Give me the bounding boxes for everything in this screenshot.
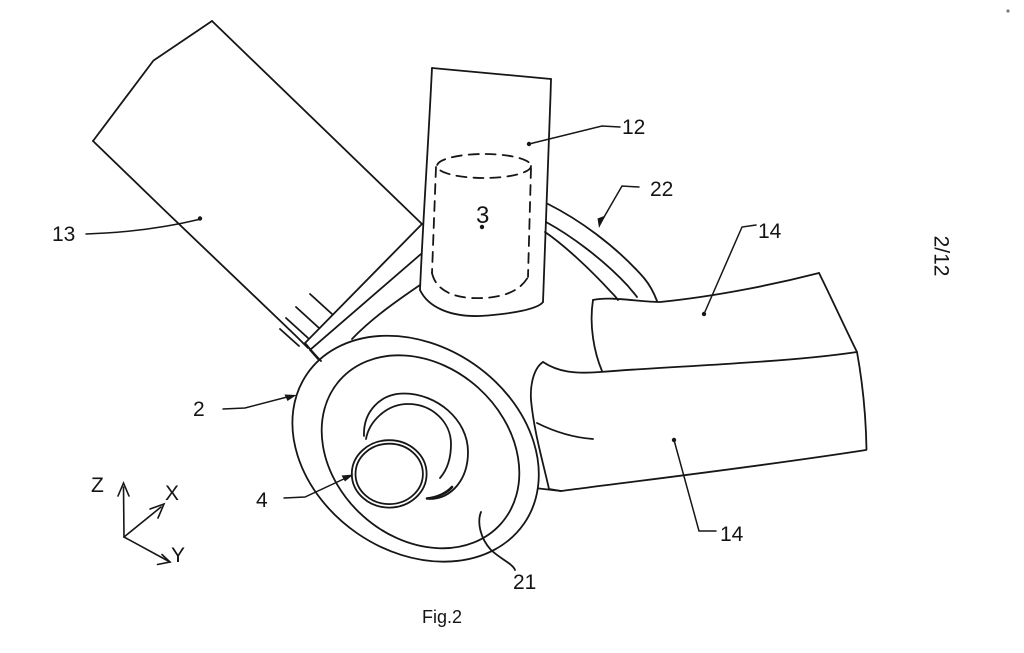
- svg-text:2: 2: [193, 398, 205, 421]
- svg-text:21: 21: [513, 571, 536, 594]
- svg-text:14: 14: [720, 523, 744, 546]
- svg-text:3: 3: [476, 202, 489, 229]
- svg-text:Fig.2: Fig.2: [422, 607, 462, 627]
- svg-text:13: 13: [52, 223, 75, 246]
- svg-text:22: 22: [650, 178, 673, 201]
- svg-text:12: 12: [622, 116, 645, 139]
- svg-text:Z: Z: [91, 474, 104, 497]
- svg-text:Y: Y: [171, 544, 185, 567]
- svg-text:X: X: [165, 482, 179, 505]
- svg-text:4: 4: [256, 489, 268, 512]
- svg-text:2/12: 2/12: [930, 236, 953, 277]
- svg-text:14: 14: [758, 220, 782, 243]
